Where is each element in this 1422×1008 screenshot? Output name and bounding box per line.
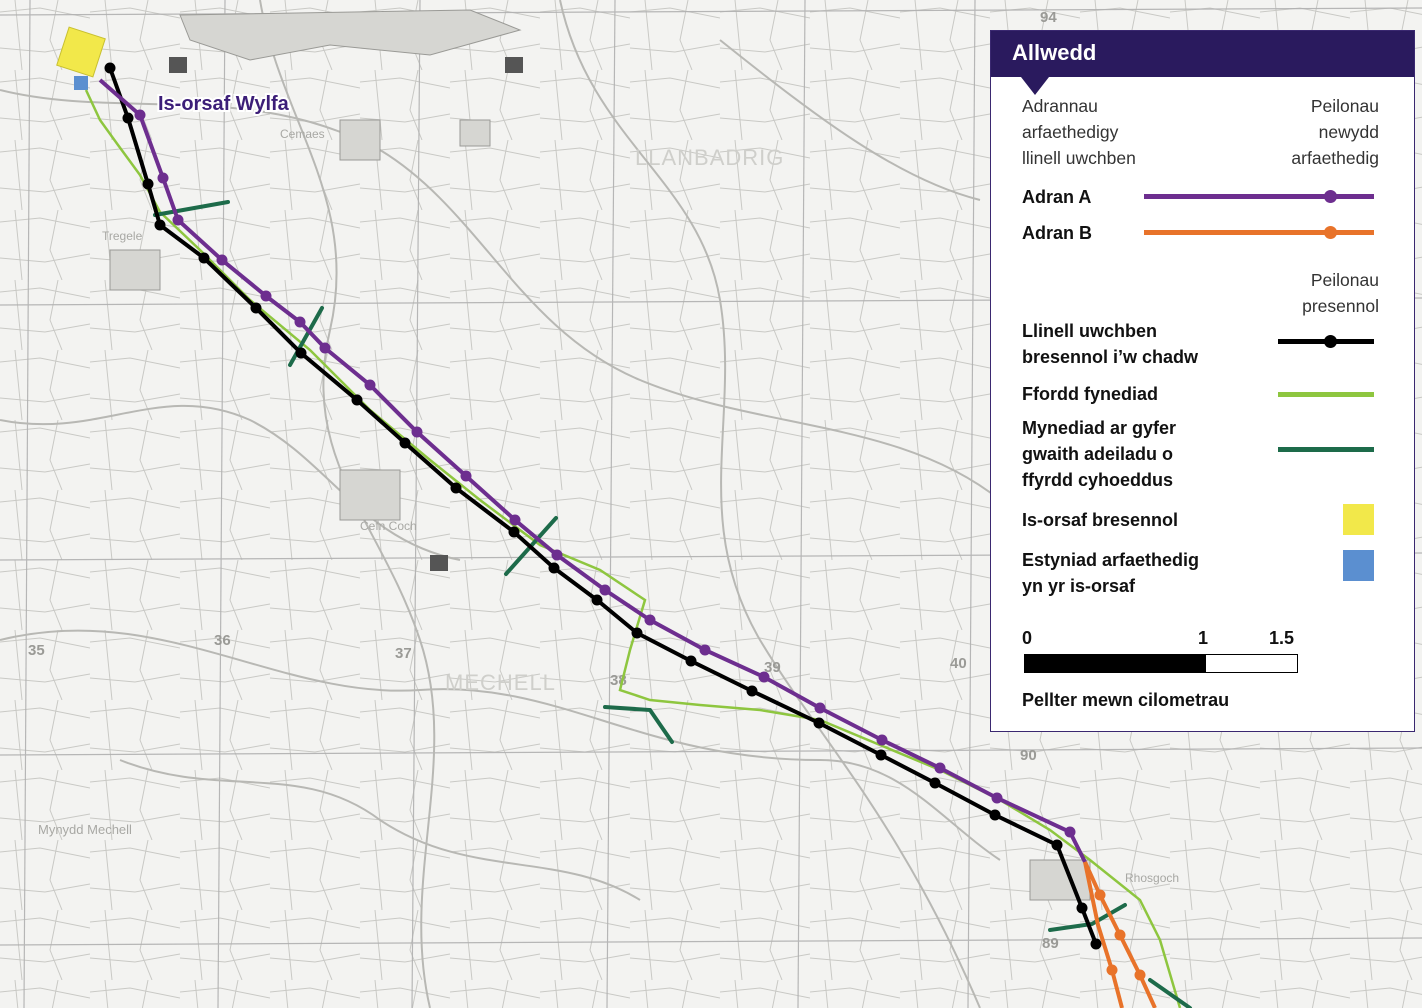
legend-label-route-b: Adran B <box>1022 223 1093 243</box>
scale-tick-1-5: 1.5 <box>1269 628 1295 648</box>
route-a-pylons <box>134 109 1076 838</box>
legend-swatch-existing-substation <box>1343 504 1374 535</box>
legend-swatch-route-a <box>1144 194 1374 199</box>
legend-pylon-route-b <box>1324 226 1337 239</box>
grid-label-37: 37 <box>395 645 412 662</box>
legend-label-route-a: Adran A <box>1022 187 1092 207</box>
map-legend: Allwedd Adrannau arfaethedigy llinell uw… <box>990 30 1415 732</box>
legend-header-new-pylons: Peilonau newydd arfaethedig <box>1291 96 1379 168</box>
legend-header-existing-pylons: Peilonau presennol <box>1302 270 1379 316</box>
existing-pylons <box>104 62 1102 950</box>
route-section-b-spur[interactable] <box>1083 861 1124 1008</box>
place-label-llanbadrig: LLANBADRIG <box>635 145 784 170</box>
legend-swatch-route-b <box>1144 230 1374 235</box>
legend-label-construction-access: Mynediad ar gyfer gwaith adeiladu o ffyr… <box>1022 418 1177 490</box>
legend-swatch-construction-access <box>1278 447 1374 452</box>
substation-label: Is-orsaf Wylfa <box>158 93 290 115</box>
grid-label-35: 35 <box>28 642 45 659</box>
legend-swatch-substation-extension <box>1343 550 1374 581</box>
access-road <box>84 89 1182 1008</box>
grid-label-36: 36 <box>214 632 231 649</box>
substation-extension[interactable] <box>74 76 88 90</box>
place-label-cefn-coch: Cefn Coch <box>360 519 417 533</box>
grid-label-94: 94 <box>1040 9 1057 26</box>
scale-tick-1: 1 <box>1198 628 1209 648</box>
grid-label-39: 39 <box>764 659 781 676</box>
place-label-tregele: Tregele <box>102 229 143 243</box>
map-grid-labels: 35 36 37 38 39 40 94 90 89 <box>28 9 1059 952</box>
grid-label-40: 40 <box>950 655 967 672</box>
grid-label-89: 89 <box>1042 935 1059 952</box>
place-label-cemaes: Cemaes <box>280 127 325 141</box>
legend-label-access-road: Ffordd fynediad <box>1022 384 1158 404</box>
place-label-mechell: MECHELL <box>445 670 556 695</box>
scale-unit-label: Pellter mewn cilometrau <box>1022 690 1230 710</box>
legend-label-existing-substation: Is-orsaf bresennol <box>1022 510 1179 530</box>
map-place-labels: LLANBADRIG MECHELL Mynydd Mechell Cemaes… <box>38 127 1179 885</box>
grid-label-90: 90 <box>1020 747 1037 764</box>
place-label-mynydd-mechell: Mynydd Mechell <box>38 822 132 837</box>
legend-label-substation-extension: Estyniad arfaethedig yn yr is-orsaf <box>1022 550 1200 596</box>
legend-swatch-access-road <box>1278 392 1374 397</box>
existing-substation[interactable] <box>56 26 106 78</box>
legend-pylon-existing <box>1324 335 1337 348</box>
legend-pylon-route-a <box>1324 190 1337 203</box>
scale-bar-filled-segment <box>1025 655 1207 672</box>
legend-title: Allwedd <box>991 31 1414 77</box>
scale-bar <box>1024 654 1298 673</box>
scale-tick-0: 0 <box>1022 628 1033 648</box>
legend-label-existing-line: Llinell uwchben bresennol i’w chadw <box>1022 321 1199 367</box>
place-label-rhosgoch: Rhosgoch <box>1125 871 1179 885</box>
legend-pointer <box>1021 77 1049 95</box>
route-b-pylons <box>1094 889 1146 981</box>
legend-header-sections: Adrannau arfaethedigy llinell uwchben <box>1022 96 1136 168</box>
